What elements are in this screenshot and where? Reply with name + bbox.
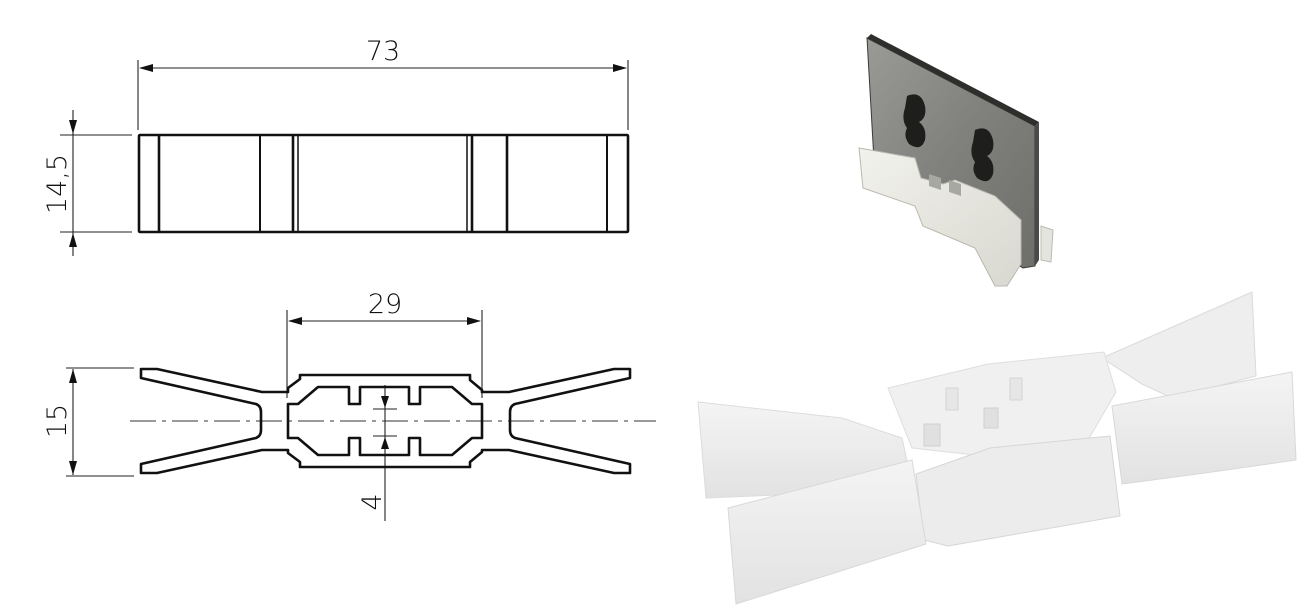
- profile-inner: [286, 385, 484, 457]
- dimension-29: 29: [286, 289, 483, 398]
- top-view: 73 14,5: [42, 36, 630, 256]
- technical-drawing: 73 14,5 29: [42, 36, 656, 521]
- dimension-73: 73: [137, 36, 629, 130]
- dimension-slot-label: 4: [357, 493, 388, 510]
- assembled-clip-photo: [858, 34, 1054, 287]
- dimension-height-label: 15: [42, 404, 73, 438]
- keyhole-icon: [903, 94, 926, 148]
- dimension-center-width-label: 29: [368, 289, 402, 320]
- dimension-4: 4: [357, 385, 397, 521]
- dimension-width-label: 73: [366, 36, 400, 67]
- dimension-14-5: 14,5: [42, 110, 132, 256]
- dimension-15: 15: [42, 367, 134, 477]
- dimension-height-label: 14,5: [42, 154, 73, 214]
- plastic-clip-photo: [697, 291, 1297, 605]
- keyhole-icon: [971, 128, 994, 182]
- section-view: 29 15 4: [42, 289, 656, 521]
- profile-outer: [139, 367, 632, 475]
